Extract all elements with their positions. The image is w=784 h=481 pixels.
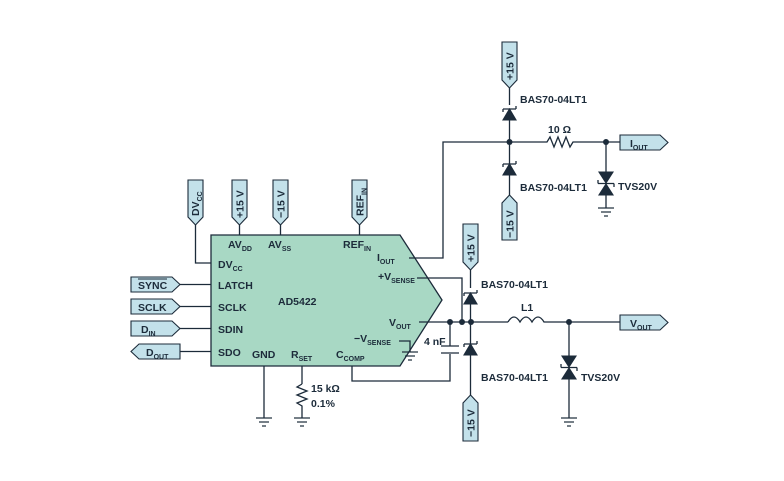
label-diode-bot-upper: BAS70-04LT1 (481, 279, 548, 291)
tag-dout: DOUT (130, 343, 181, 361)
pin-refin: REF (343, 239, 365, 251)
pin-vsense-pos: +V (378, 271, 391, 283)
svg-text:REFIN: REFIN (355, 188, 369, 216)
svg-text:+15 V: +15 V (505, 52, 517, 80)
pin-dvcc: DV (218, 259, 233, 271)
pin-avdd: AV (228, 239, 242, 251)
ground-symbol-tvs-top (598, 207, 614, 217)
svg-text:VOUT: VOUT (389, 317, 412, 331)
rset-tolerance: 0.1% (311, 398, 336, 410)
svg-text:+15 V: +15 V (466, 234, 478, 262)
rset-value: 15 kΩ (311, 383, 340, 395)
tag-diode-bot-15v: +15 V (462, 223, 479, 271)
pin-sclk: SCLK (218, 302, 247, 314)
diode-top-upper (502, 106, 517, 142)
inductor-l1 (507, 316, 620, 324)
pin-iout: I (377, 252, 380, 264)
pin-vout: V (389, 317, 396, 329)
svg-text:SYNC: SYNC (138, 280, 168, 292)
svg-text:+VSENSE: +VSENSE (378, 271, 415, 285)
tag-iout-output: IOUT (619, 134, 669, 152)
diode-bot-lower (463, 322, 478, 395)
tvs-bot (560, 322, 578, 418)
label-tvs-bot: TVS20V (581, 372, 620, 384)
tag-diode-top-15v: +15 V (501, 41, 518, 89)
resistor-10ohm (509, 135, 620, 149)
resistor-rset (295, 383, 309, 418)
pin-rset: R (291, 349, 299, 361)
label-diode-bot-lower: BAS70-04LT1 (481, 372, 548, 384)
wire-vsense-neg (399, 340, 411, 352)
tag-vout-output: VOUT (619, 314, 669, 332)
svg-text:+15 V: +15 V (235, 190, 247, 218)
svg-text:DVCC: DVCC (218, 259, 243, 273)
ground-symbol-tvs-bot (561, 417, 577, 427)
svg-text:VOUT: VOUT (630, 318, 653, 332)
label-inductor: L1 (521, 302, 533, 314)
pin-latch: LATCH (218, 280, 253, 292)
ad5422-chip: AD5422 AVDD AVSS REFIN DVCC LATCH SCLK S… (210, 234, 443, 367)
svg-text:SCLK: SCLK (138, 302, 167, 314)
svg-text:−15 V: −15 V (466, 409, 478, 437)
pin-vsense-neg: −V (354, 333, 367, 345)
tag-avdd-15v: +15 V (231, 179, 248, 226)
label-capacitor: 4 nF (424, 336, 446, 348)
tag-avss-neg15v: −15 V (272, 179, 289, 226)
label-diode-top-lower: BAS70-04LT1 (520, 182, 587, 194)
wire-vsense-pos (417, 277, 463, 322)
svg-text:−VSENSE: −VSENSE (354, 333, 391, 347)
svg-text:DVCC: DVCC (190, 191, 204, 216)
capacitor-4nf (441, 322, 459, 354)
wire-ccomp (351, 354, 451, 382)
tag-din: DIN (130, 320, 181, 338)
svg-text:DIN: DIN (141, 324, 156, 338)
svg-text:AVDD: AVDD (228, 239, 252, 253)
svg-text:IOUT: IOUT (630, 138, 648, 152)
pin-sdin: SDIN (218, 324, 243, 336)
label-tvs-top: TVS20V (618, 181, 657, 193)
diode-top-lower (502, 142, 517, 195)
svg-text:IOUT: IOUT (377, 252, 395, 266)
svg-text:RSET: RSET (291, 349, 313, 363)
tag-dvcc: DVCC (187, 179, 204, 226)
tag-sclk: SCLK (130, 298, 181, 315)
tag-refin: REFIN (351, 179, 369, 226)
wire-dvcc (194, 225, 211, 264)
tag-diode-top-neg15v: −15 V (501, 194, 518, 241)
ic-name: AD5422 (278, 296, 317, 308)
label-resistor-10ohm: 10 Ω (548, 124, 571, 136)
tvs-top (597, 142, 615, 208)
ground-symbol-rset (294, 417, 310, 427)
svg-text:REFIN: REFIN (343, 239, 371, 253)
svg-text:CCOMP: CCOMP (336, 349, 365, 363)
pin-gnd: GND (252, 349, 276, 361)
svg-text:DOUT: DOUT (146, 347, 169, 361)
svg-text:−15 V: −15 V (276, 190, 288, 218)
junction-vsense (459, 319, 465, 325)
diode-bot-upper (463, 290, 478, 322)
pin-sdo: SDO (218, 347, 241, 359)
tag-diode-bot-neg15v: −15 V (462, 394, 479, 442)
wire-iout (409, 141, 510, 259)
tag-sync: SYNC (130, 276, 181, 293)
ground-symbol-vsense (402, 351, 418, 361)
pin-ccomp: C (336, 349, 344, 361)
pin-avss: AV (268, 239, 282, 251)
ground-symbol-gnd (256, 417, 272, 427)
svg-text:AVSS: AVSS (268, 239, 291, 253)
svg-text:−15 V: −15 V (505, 210, 517, 238)
label-diode-top-upper: BAS70-04LT1 (520, 94, 587, 106)
